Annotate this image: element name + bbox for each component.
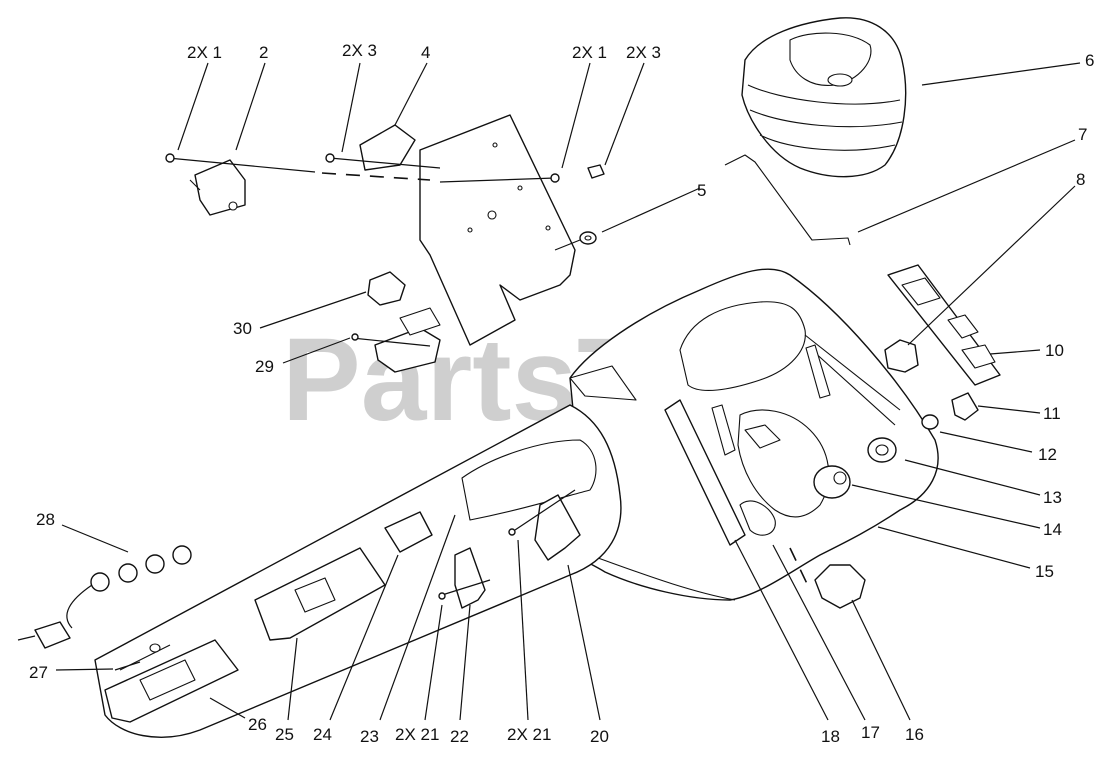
callout-16: 16 xyxy=(905,725,924,744)
callout-2x21-a: 2X 21 xyxy=(395,725,439,744)
ignition-switch-part xyxy=(813,465,851,499)
callout-4: 4 xyxy=(421,43,430,62)
screw-rod xyxy=(439,177,556,183)
callout-2x3-b: 2X 3 xyxy=(626,43,661,62)
screw-head xyxy=(165,153,175,163)
callout-20: 20 xyxy=(590,727,609,746)
solenoid-part xyxy=(359,124,416,171)
clip-part xyxy=(951,392,979,421)
callout-12: 12 xyxy=(1038,445,1057,464)
washer-part xyxy=(921,414,939,430)
knob-part xyxy=(884,339,919,373)
screw-head xyxy=(550,173,560,183)
callout-30: 30 xyxy=(233,319,252,338)
callout-2x3-a: 2X 3 xyxy=(342,41,377,60)
bracket-part-17 xyxy=(739,500,776,536)
screw-rod xyxy=(167,157,316,173)
screw-head xyxy=(325,153,335,163)
callout-8: 8 xyxy=(1076,170,1085,189)
screw-rod xyxy=(329,157,441,169)
bracket-part-18 xyxy=(664,399,746,546)
bracket-part-20 xyxy=(508,489,581,561)
shift-rod-part xyxy=(724,154,851,246)
relay-small-part xyxy=(367,271,406,306)
callout-24: 24 xyxy=(313,725,332,744)
small-cover xyxy=(744,424,781,449)
callout-2x21-b: 2X 21 xyxy=(507,725,551,744)
callout-23: 23 xyxy=(360,727,379,746)
callout-17: 17 xyxy=(861,723,880,742)
callout-13: 13 xyxy=(1043,488,1062,507)
callout-7: 7 xyxy=(1078,125,1087,144)
callout-28: 28 xyxy=(36,510,55,529)
bracket-part-22 xyxy=(438,547,491,609)
callout-11: 11 xyxy=(1043,404,1061,423)
callout-25: 25 xyxy=(275,725,294,744)
callout-2: 2 xyxy=(259,43,268,62)
screw-head xyxy=(587,164,605,179)
grommet-part xyxy=(554,231,597,251)
callout-5: 5 xyxy=(697,181,706,200)
slot-outline xyxy=(711,404,736,456)
relay-part xyxy=(189,159,246,216)
callout-27: 27 xyxy=(29,663,48,682)
callout-2x1-b: 2X 1 xyxy=(572,43,607,62)
lower-panel-part xyxy=(104,639,239,723)
leader-lines xyxy=(55,62,1081,721)
mounting-plate-part xyxy=(419,114,576,346)
callout-29: 29 xyxy=(255,357,274,376)
connector-block-part xyxy=(351,307,441,373)
callout-15: 15 xyxy=(1035,562,1054,581)
callout-2x1-a: 2X 1 xyxy=(187,43,222,62)
choke-knob-part xyxy=(814,564,866,609)
callout-labels: 2X 1 2 2X 3 4 2X 1 2X 3 6 7 5 8 10 11 12… xyxy=(29,41,1094,746)
switch-part-24 xyxy=(384,511,433,553)
callout-22: 22 xyxy=(450,727,469,746)
screw-part-27 xyxy=(114,661,141,671)
shift-boot-part xyxy=(741,17,907,178)
cover-plate-window xyxy=(294,577,336,613)
callout-6: 6 xyxy=(1085,51,1094,70)
lever-guide-slots xyxy=(901,277,996,369)
slot-outline xyxy=(805,344,831,399)
callout-26: 26 xyxy=(248,715,267,734)
callout-14: 14 xyxy=(1043,520,1062,539)
callout-18: 18 xyxy=(821,727,840,746)
dashed-alignment xyxy=(789,547,811,591)
lamp-harness-part xyxy=(17,545,192,649)
callout-10: 10 xyxy=(1045,341,1064,360)
screw-rod-dashed xyxy=(321,172,431,181)
bushing-hole xyxy=(875,444,889,456)
